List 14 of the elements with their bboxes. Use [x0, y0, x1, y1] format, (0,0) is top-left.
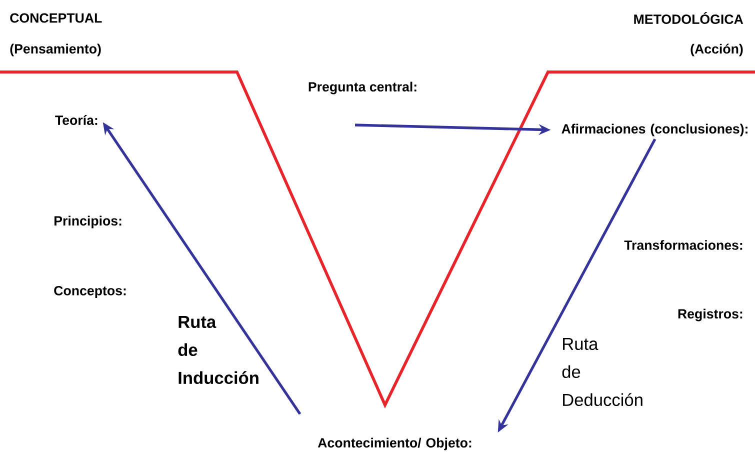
label-text: CONCEPTUAL	[10, 13, 102, 23]
label-text: Ruta de Deducción	[562, 338, 642, 406]
label-text: (Pensamiento)	[10, 44, 101, 56]
node-text: Acontecimiento/ Objeto:	[318, 438, 472, 450]
label-text: Registros:	[678, 308, 742, 322]
label-text: Ruta de Inducción	[178, 316, 258, 384]
node-text: Pregunta central:	[308, 82, 416, 94]
label-text: Principios:	[54, 216, 122, 228]
label-text: (Acción)	[690, 44, 743, 56]
label-text: Transformaciones:	[624, 240, 742, 250]
label-text: METODOLÓGICA	[634, 12, 744, 24]
node-text: Teoría:	[55, 115, 98, 125]
node-text: Afirmaciones (conclusiones):	[562, 124, 748, 136]
label-text: Conceptos:	[54, 286, 126, 298]
